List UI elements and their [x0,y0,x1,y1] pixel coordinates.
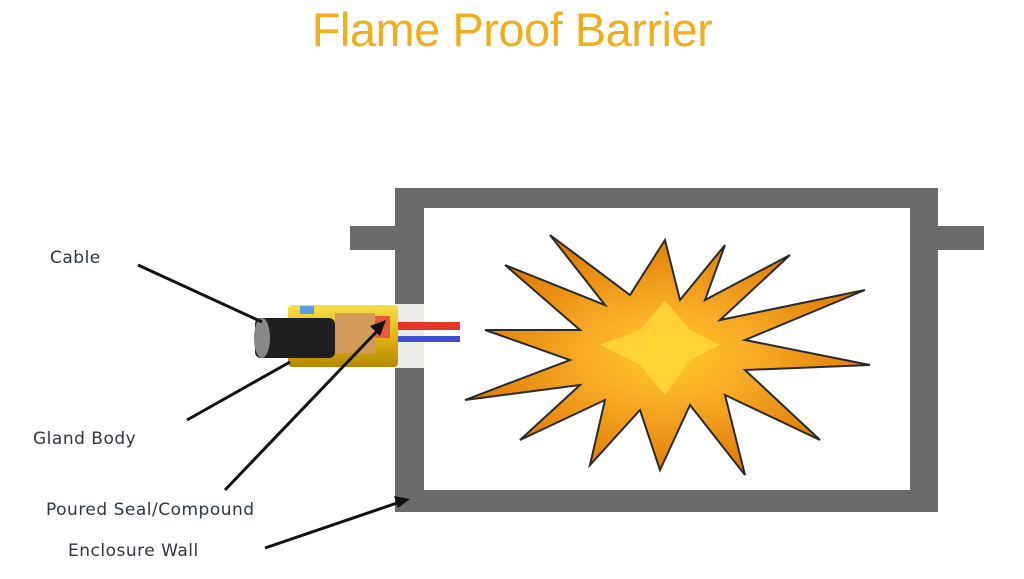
red-wire [370,322,460,330]
page-title: Flame Proof Barrier [311,3,713,56]
left-flange [350,226,400,250]
enclosure-wall-pointer [264,500,401,550]
cable-end [254,318,270,358]
poured-seal-pointer [223,324,384,492]
cable [255,318,335,358]
gland-body-label: Gland Body [33,429,137,449]
seal-ring [300,306,314,314]
enclosure-wall-label: Enclosure Wall [68,541,199,561]
cable-pointer [137,263,263,324]
right-flange [934,226,984,250]
blue-wire [370,336,460,342]
armour-braid [335,313,375,353]
cable-label: Cable [50,248,101,268]
arrowhead [370,320,386,336]
leader-lines [137,263,401,550]
gland-body-pointer [186,360,291,422]
arrowhead [394,496,410,508]
poured-seal-label: Poured Seal/Compound [46,500,255,520]
explosion-core [600,300,720,395]
